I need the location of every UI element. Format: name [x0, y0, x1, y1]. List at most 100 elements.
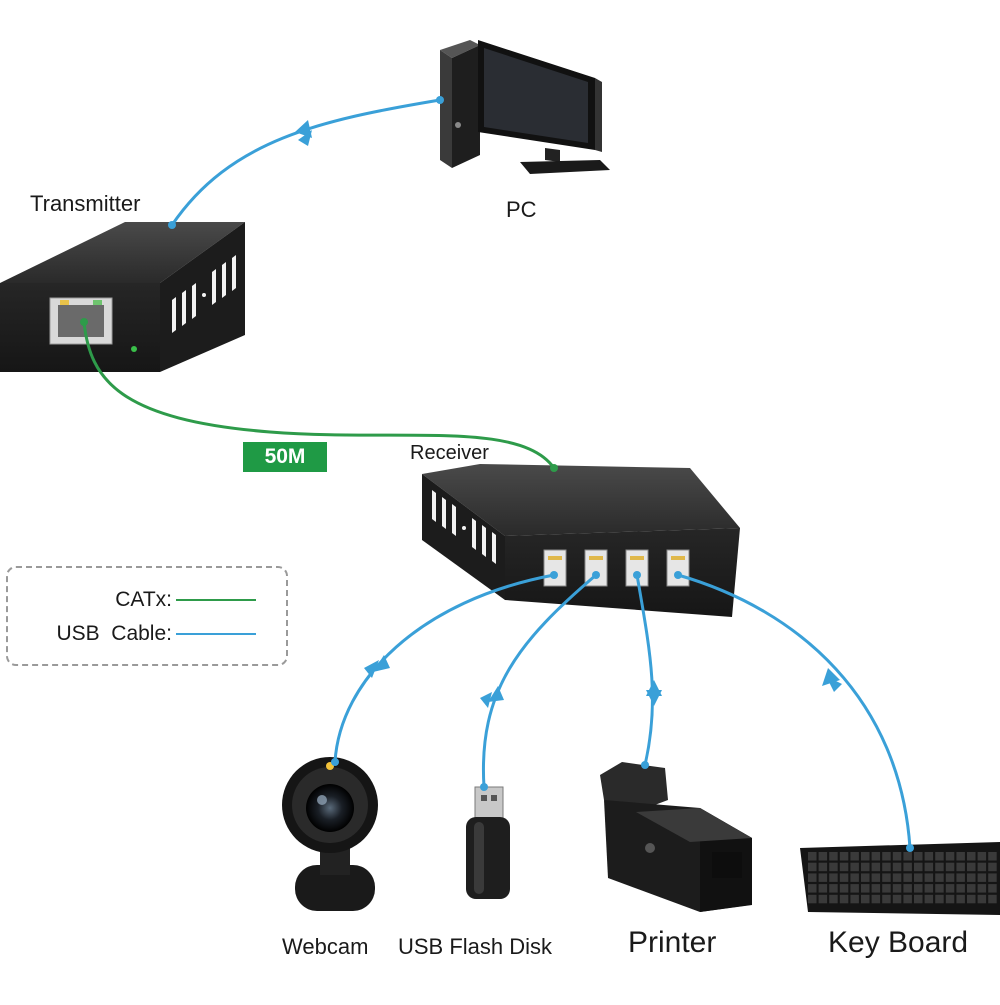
keyboard-key — [945, 873, 955, 882]
pc-label: PC — [506, 197, 537, 222]
usb-cable-pc — [170, 98, 441, 226]
keyboard-key — [808, 873, 817, 882]
keyboard-key — [861, 862, 870, 872]
keyboard-key — [988, 884, 997, 893]
keyboard-key — [829, 852, 838, 861]
legend-box: CATx: USB Cable: — [6, 566, 288, 666]
keyboard-key — [808, 852, 817, 861]
keyboard-key — [808, 894, 817, 904]
keyboard-key — [871, 862, 881, 872]
keyboard-key — [967, 873, 976, 882]
keyboard-key — [882, 873, 891, 882]
keyboard-key — [935, 884, 944, 893]
printer-icon — [600, 762, 752, 912]
keyboard-key — [829, 894, 838, 904]
keyboard-key — [903, 852, 912, 861]
keyboard-key — [839, 873, 849, 882]
keyboard-key — [977, 884, 987, 893]
catx-cable — [82, 321, 556, 469]
keyboard-key — [903, 873, 912, 882]
usb-cable-webcam — [333, 573, 555, 763]
keyboard-key — [924, 852, 934, 861]
keyboard-key — [871, 884, 881, 893]
keyboard-key — [977, 894, 987, 904]
keyboard-key — [956, 852, 965, 861]
keyboard-key — [871, 852, 881, 861]
keyboard-key — [818, 884, 828, 893]
keyboard-key — [977, 852, 987, 861]
keyboard-key — [967, 862, 976, 872]
keyboard-key — [861, 873, 870, 882]
usb-flash-disk-icon — [466, 786, 510, 899]
cable-length-badge: 50M — [243, 442, 327, 472]
keyboard-key — [818, 873, 828, 882]
keyboard-key — [945, 894, 955, 904]
keyboard-icon — [800, 842, 1000, 915]
keyboard-key — [829, 873, 838, 882]
keyboard-key — [861, 884, 870, 893]
keyboard-key — [808, 884, 817, 893]
keyboard-key — [935, 852, 944, 861]
keyboard-key — [850, 894, 859, 904]
keyboard-key — [871, 894, 881, 904]
keyboard-key — [914, 884, 923, 893]
keyboard-key — [871, 873, 881, 882]
keyboard-key — [945, 852, 955, 861]
keyboard-key — [818, 862, 828, 872]
keyboard-key — [861, 852, 870, 861]
keyboard-key — [839, 852, 849, 861]
keyboard-key — [967, 852, 976, 861]
keyboard-key — [892, 862, 902, 872]
keyboard-key — [914, 862, 923, 872]
keyboard-key — [977, 873, 987, 882]
keyboard-key — [892, 884, 902, 893]
legend-usb-line — [176, 633, 256, 635]
keyboard-key — [945, 862, 955, 872]
keyboard-key — [945, 884, 955, 893]
keyboard-key — [829, 862, 838, 872]
transmitter-device — [0, 222, 245, 372]
keyboard-key — [882, 852, 891, 861]
keyboard-key — [988, 873, 997, 882]
keyboard-key — [924, 894, 934, 904]
keyboard-key — [988, 852, 997, 861]
usb-cable-keyboard — [677, 573, 912, 849]
connection-dots — [80, 96, 914, 852]
keyboard-key — [967, 884, 976, 893]
legend-catx-line — [176, 599, 256, 601]
keyboard-key — [914, 873, 923, 882]
keyboard-key — [924, 873, 934, 882]
keyboard-key — [956, 894, 965, 904]
keyboard-key — [882, 862, 891, 872]
keyboard-key — [924, 884, 934, 893]
usb-flash-disk-label: USB Flash Disk — [398, 934, 553, 959]
legend-usb-label: USB Cable: — [56, 622, 172, 645]
keyboard-key — [850, 852, 859, 861]
receiver-label: Receiver — [410, 442, 489, 464]
keyboard-key — [903, 894, 912, 904]
pc-icon — [440, 40, 610, 174]
keyboard-key — [956, 884, 965, 893]
keyboard-key — [829, 884, 838, 893]
webcam-icon — [282, 757, 378, 911]
keyboard-key — [977, 862, 987, 872]
keyboard-key — [839, 884, 849, 893]
keyboard-key — [892, 852, 902, 861]
printer-label: Printer — [628, 926, 717, 959]
keyboard-key — [818, 894, 828, 904]
webcam-label: Webcam — [282, 934, 369, 959]
legend-catx-label: CATx: — [115, 588, 172, 611]
legend-catx: CATx: — [115, 588, 256, 612]
keyboard-key — [988, 894, 997, 904]
keyboard-key — [839, 862, 849, 872]
keyboard-key — [818, 852, 828, 861]
keyboard-key — [935, 862, 944, 872]
keyboard-key — [892, 873, 902, 882]
transmitter-label: Transmitter — [30, 191, 141, 216]
receiver-device — [422, 464, 740, 617]
keyboard-key — [967, 894, 976, 904]
legend-usb: USB Cable: — [56, 622, 256, 646]
keyboard-key — [914, 894, 923, 904]
cable-arrows — [295, 120, 842, 708]
